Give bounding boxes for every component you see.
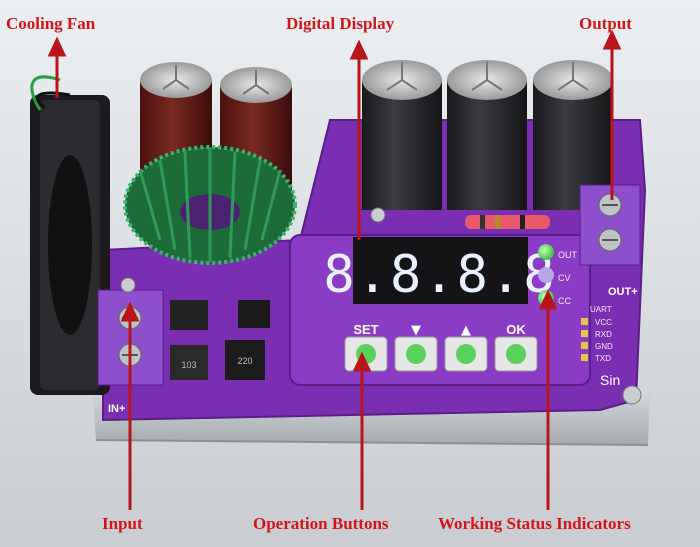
capacitor-black-2 <box>447 60 527 210</box>
uart-pin-gnd: GND <box>595 342 613 351</box>
button-label-ok: OK <box>506 322 526 337</box>
smd-components: 103 220 <box>170 300 270 380</box>
uart-pin-rxd: RXD <box>595 330 612 339</box>
input-terminal-label: IN+ <box>108 403 125 415</box>
toroid-inductor <box>123 145 297 265</box>
output-terminal: OUT+ <box>579 184 641 298</box>
capacitor-black-1 <box>362 60 442 210</box>
output-terminal-label: OUT+ <box>608 286 638 298</box>
mounting-screws <box>120 207 642 405</box>
button-label-set: SET <box>353 322 378 337</box>
label-input: Input <box>102 514 143 533</box>
uart-pin-txd: TXD <box>595 354 611 363</box>
operation-buttons: SET ▼ ▲ OK <box>344 322 538 372</box>
led-label-cc: CC <box>558 296 571 306</box>
label-working-status-indicators: Working Status Indicators <box>438 514 631 533</box>
led-cv <box>538 267 554 283</box>
arrows <box>47 29 622 510</box>
digital-display: 8.8.8.8 <box>323 237 556 305</box>
cooling-fan <box>30 75 110 395</box>
resistor <box>465 215 550 229</box>
brand-text: Sin <box>600 372 620 388</box>
uart-header: UART VCC RXD GND TXD Sin <box>581 305 620 388</box>
capacitor-black-3 <box>533 60 613 210</box>
button-down[interactable]: ▼ <box>394 323 438 372</box>
button-up[interactable]: ▲ <box>444 323 488 372</box>
label-digital-display: Digital Display <box>286 14 395 33</box>
button-label-down: ▼ <box>411 323 421 338</box>
button-ok[interactable]: OK <box>494 322 538 372</box>
uart-pin-vcc: VCC <box>595 318 612 327</box>
label-output: Output <box>579 14 632 33</box>
led-label-out: OUT <box>558 250 578 260</box>
button-set[interactable]: SET <box>344 322 388 372</box>
led-out <box>538 244 554 260</box>
led-label-cv: CV <box>558 273 571 283</box>
label-cooling-fan: Cooling Fan <box>6 14 96 33</box>
regulator-label: 103 <box>181 360 196 370</box>
inductor-label: 220 <box>237 356 252 366</box>
button-label-up: ▲ <box>461 323 471 338</box>
label-operation-buttons: Operation Buttons <box>253 514 389 533</box>
display-digits: 8.8.8.8 <box>323 245 556 305</box>
uart-label: UART <box>590 305 612 314</box>
